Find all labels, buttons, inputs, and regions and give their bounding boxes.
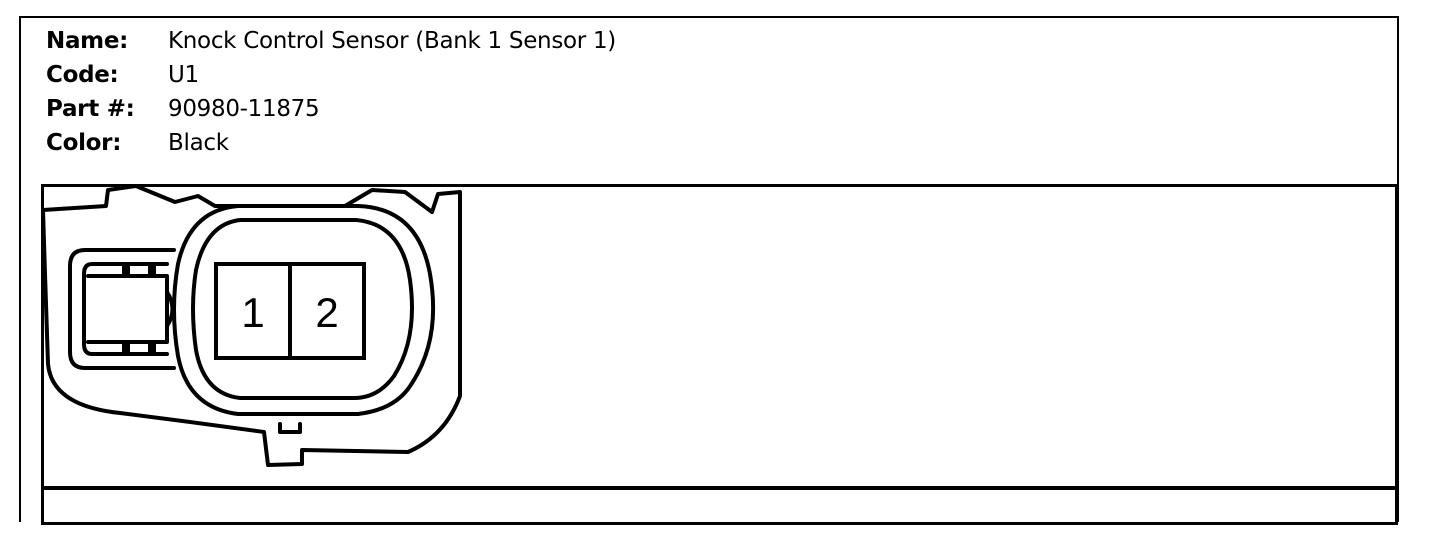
- pin-cavity-block: [214, 262, 366, 360]
- locking-tab-inner: [82, 262, 169, 356]
- connector-info-table: Name: Knock Control Sensor (Bank 1 Senso…: [46, 24, 616, 160]
- connector-info-frame: [19, 16, 1399, 522]
- color-label: Color:: [46, 130, 122, 156]
- locking-tab-notch: [86, 262, 175, 356]
- diagram-divider: [41, 486, 1398, 490]
- info-row-name: Name: Knock Control Sensor (Bank 1 Senso…: [46, 24, 616, 58]
- connector-diagram-box: [41, 184, 1398, 525]
- connector-inner-oval: [172, 204, 436, 416]
- part-number-value: 90980-11875: [168, 96, 320, 122]
- locking-tab-outer: [68, 248, 176, 370]
- pin-1-label: 1: [241, 289, 264, 336]
- bottom-key: [278, 422, 302, 434]
- code-label: Code:: [46, 62, 119, 88]
- info-row-part: Part #: 90980-11875: [46, 92, 616, 126]
- code-value: U1: [168, 62, 199, 88]
- info-row-code: Code: U1: [46, 58, 616, 92]
- info-row-color: Color: Black: [46, 126, 616, 160]
- name-value: Knock Control Sensor (Bank 1 Sensor 1): [168, 28, 616, 54]
- pin-2-label: 2: [315, 289, 338, 336]
- color-value: Black: [168, 130, 229, 156]
- pin-cavity-2: [288, 262, 366, 360]
- connector-housing-outline: [41, 184, 462, 467]
- part-number-label: Part #:: [46, 96, 135, 122]
- connector-face-drawing: 1 2: [41, 184, 462, 467]
- name-label: Name:: [46, 28, 129, 54]
- connector-inner-oval-rim: [191, 218, 414, 400]
